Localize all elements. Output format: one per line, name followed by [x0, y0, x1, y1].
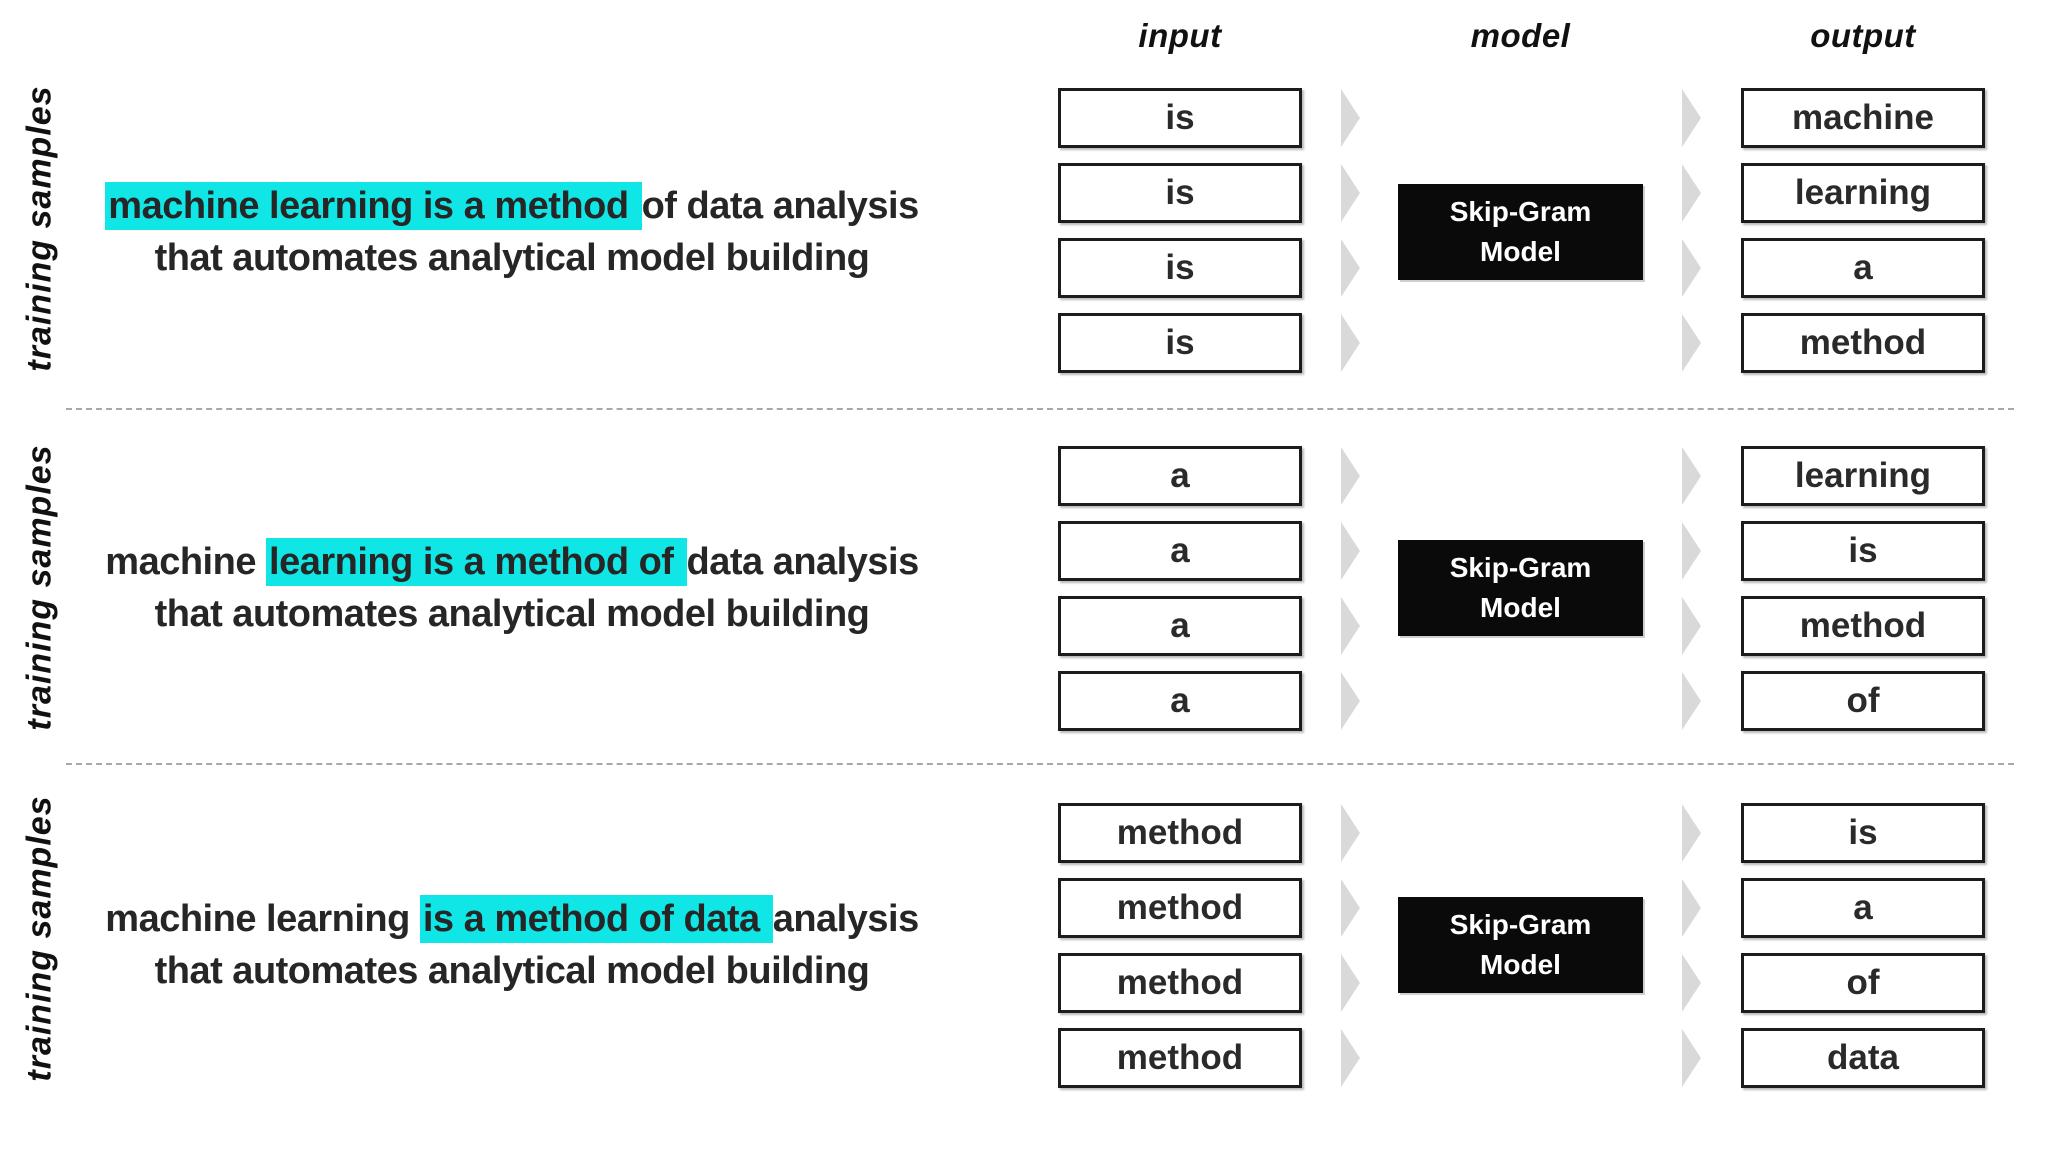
sentence-line-2: that automates analytical model building	[154, 593, 870, 635]
arrow-right-icon	[1341, 804, 1360, 862]
arrow-right-icon	[1682, 522, 1701, 580]
sentence-line-1: machine learning is a method of data ana…	[40, 536, 984, 588]
output-word-box: learning	[1741, 446, 1985, 506]
row-divider	[66, 408, 2014, 410]
arrow-right-icon	[1682, 672, 1701, 730]
highlighted-phrase: is a method of data	[419, 895, 773, 943]
input-word-box: method	[1058, 1028, 1302, 1088]
arrow-right-icon	[1341, 164, 1360, 222]
input-word-box: is	[1058, 313, 1302, 373]
skipgram-model-box: Skip-Gram Model	[1398, 897, 1643, 993]
arrow-right-icon	[1341, 447, 1360, 505]
arrow-right-icon	[1341, 954, 1360, 1012]
sentence-line-2: that automates analytical model building	[154, 237, 870, 279]
input-word-box: a	[1058, 521, 1302, 581]
arrow-right-icon	[1341, 239, 1360, 297]
skipgram-model-box: Skip-Gram Model	[1398, 540, 1643, 636]
output-word-box: learning	[1741, 163, 1985, 223]
arrow-right-icon	[1682, 89, 1701, 147]
sentence-line-2: that automates analytical model building	[154, 950, 870, 992]
input-word-box: a	[1058, 596, 1302, 656]
skipgram-model-box: Skip-Gram Model	[1398, 184, 1643, 280]
sentence-line-1: machine learning is a method of data ana…	[40, 893, 984, 945]
output-word-box: is	[1741, 521, 1985, 581]
arrow-right-icon	[1341, 314, 1360, 372]
arrow-right-icon	[1682, 164, 1701, 222]
arrow-right-icon	[1682, 879, 1701, 937]
input-word-box: method	[1058, 803, 1302, 863]
arrow-right-icon	[1682, 1029, 1701, 1087]
column-header-model: model	[1470, 17, 1571, 54]
highlighted-phrase: machine learning is a method	[105, 182, 642, 230]
output-word-box: method	[1741, 313, 1985, 373]
output-word-box: method	[1741, 596, 1985, 656]
arrow-right-icon	[1341, 522, 1360, 580]
output-word-box: of	[1741, 671, 1985, 731]
arrow-right-icon	[1682, 239, 1701, 297]
arrow-right-icon	[1682, 597, 1701, 655]
arrow-right-icon	[1682, 804, 1701, 862]
input-word-box: method	[1058, 953, 1302, 1013]
input-word-box: is	[1058, 163, 1302, 223]
input-word-box: method	[1058, 878, 1302, 938]
column-header-input: input	[1138, 17, 1222, 54]
arrow-right-icon	[1682, 447, 1701, 505]
output-word-box: data	[1741, 1028, 1985, 1088]
column-header-output: output	[1810, 17, 1916, 54]
training-sentence: machine learning is a method of data ana…	[40, 893, 984, 997]
arrow-right-icon	[1341, 672, 1360, 730]
sentence-line-1: machine learning is a method of data ana…	[40, 180, 984, 232]
training-sentence: machine learning is a method of data ana…	[40, 536, 984, 640]
training-sentence: machine learning is a method of data ana…	[40, 180, 984, 284]
row-divider	[66, 763, 2014, 765]
output-word-box: a	[1741, 238, 1985, 298]
arrow-right-icon	[1341, 1029, 1360, 1087]
input-word-box: a	[1058, 671, 1302, 731]
output-word-box: is	[1741, 803, 1985, 863]
arrow-right-icon	[1341, 879, 1360, 937]
arrow-right-icon	[1341, 89, 1360, 147]
output-word-box: of	[1741, 953, 1985, 1013]
highlighted-phrase: learning is a method of	[266, 538, 687, 586]
output-word-box: machine	[1741, 88, 1985, 148]
arrow-right-icon	[1682, 954, 1701, 1012]
arrow-right-icon	[1341, 597, 1360, 655]
input-word-box: is	[1058, 88, 1302, 148]
input-word-box: a	[1058, 446, 1302, 506]
input-word-box: is	[1058, 238, 1302, 298]
output-word-box: a	[1741, 878, 1985, 938]
arrow-right-icon	[1682, 314, 1701, 372]
